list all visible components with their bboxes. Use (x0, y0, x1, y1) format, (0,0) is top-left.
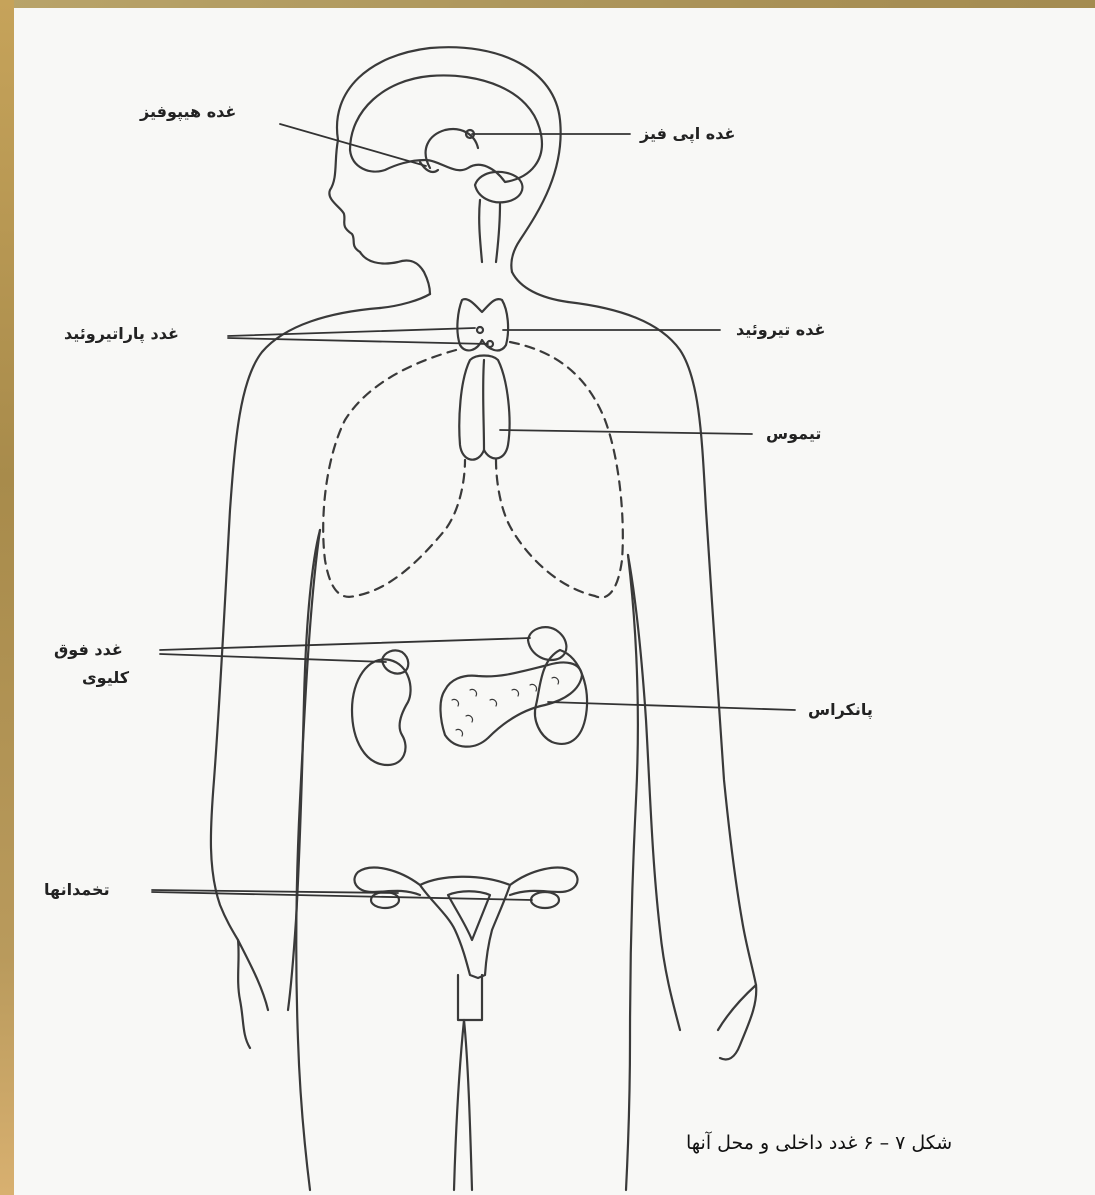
parathyroid-gland (477, 327, 483, 333)
label-thyroid: غده تیروئید (736, 320, 825, 339)
figure-caption: شکل ۷ – ۶ غدد داخلی و محل آنها (686, 1132, 952, 1154)
leader-thymus (500, 430, 752, 434)
leader-pancreas (548, 702, 795, 710)
left-shoulder-arm (211, 308, 380, 940)
fallopian-right (510, 868, 578, 895)
label-epiphysis: غده اپی فیز (640, 124, 735, 143)
right-shoulder-arm (568, 302, 756, 985)
left-inner-arm (288, 530, 320, 1010)
right-ovary (531, 892, 559, 908)
right-torso (626, 555, 638, 1190)
pancreas (440, 662, 582, 746)
label-hypophysis: غده هیپوفیز (140, 102, 236, 121)
head-outline (337, 47, 561, 272)
right-adrenal-gland (528, 627, 566, 660)
left-lung (323, 350, 465, 597)
fallopian-left (354, 868, 420, 895)
cerebellum (475, 172, 522, 203)
thymus-split (483, 360, 484, 450)
inner-legs (454, 1020, 472, 1190)
leader-parathyroid-1 (228, 328, 475, 336)
right-hand (718, 985, 756, 1059)
cervix (458, 975, 482, 1020)
label-adrenal-line1: غدد فوق (54, 640, 123, 659)
label-thymus: تیموس (766, 424, 821, 443)
right-kidney (535, 650, 587, 744)
label-ovaries: تخمدانها (44, 880, 110, 899)
label-parathyroid: غدد پاراتیروئید (64, 324, 179, 343)
label-pancreas: پانکراس (808, 700, 873, 719)
pancreas-texture (452, 677, 559, 736)
right-lung (496, 342, 623, 598)
left-hand (238, 940, 268, 1048)
leader-lines (152, 124, 795, 900)
left-kidney (352, 659, 411, 765)
leader-adrenal-1 (160, 638, 530, 650)
leader-adrenal-2 (160, 654, 386, 662)
lungs (323, 342, 623, 598)
brainstem (479, 200, 500, 262)
left-ovary (371, 892, 399, 908)
label-adrenal-line2: کلیوی (82, 668, 129, 687)
leader-parathyroid-2 (228, 338, 488, 344)
